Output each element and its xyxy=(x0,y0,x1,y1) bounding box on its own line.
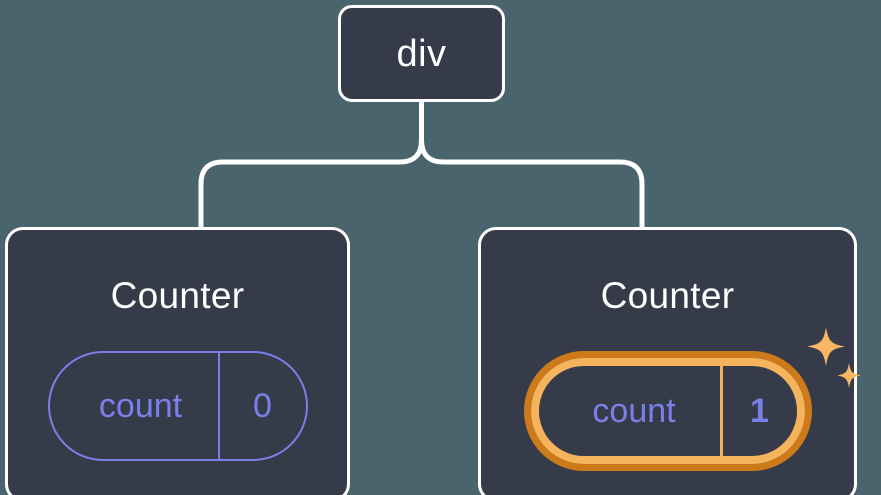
sparkle-large-icon xyxy=(806,327,845,366)
node-counter-left-label: Counter xyxy=(110,275,245,316)
state-pill-right[interactable]: count 1 xyxy=(523,351,812,471)
node-div-label: div xyxy=(396,32,447,75)
sparkle-icon xyxy=(806,327,861,388)
node-counter-right[interactable]: Counter count 1 xyxy=(478,227,861,495)
node-div[interactable]: div xyxy=(338,5,505,102)
connector-right-branch xyxy=(419,99,645,230)
state-pill-right-wrapper: count 1 xyxy=(523,327,861,471)
state-pill-left-wrapper: count 0 xyxy=(47,351,308,461)
state-pill-right-key: count xyxy=(592,392,676,430)
sparkle-small-icon xyxy=(836,363,861,388)
node-counter-left[interactable]: Counter count 0 xyxy=(5,227,350,495)
node-counter-right-label: Counter xyxy=(600,275,735,316)
state-pill-left-value: 0 xyxy=(217,353,306,459)
state-pill-right-value: 1 xyxy=(719,366,797,456)
state-pill-left-key: count xyxy=(98,387,183,425)
state-pill-right-inner-ring: count 1 xyxy=(530,358,805,464)
connector-left-branch xyxy=(198,137,424,230)
state-pill-left[interactable]: count 0 xyxy=(47,351,308,461)
